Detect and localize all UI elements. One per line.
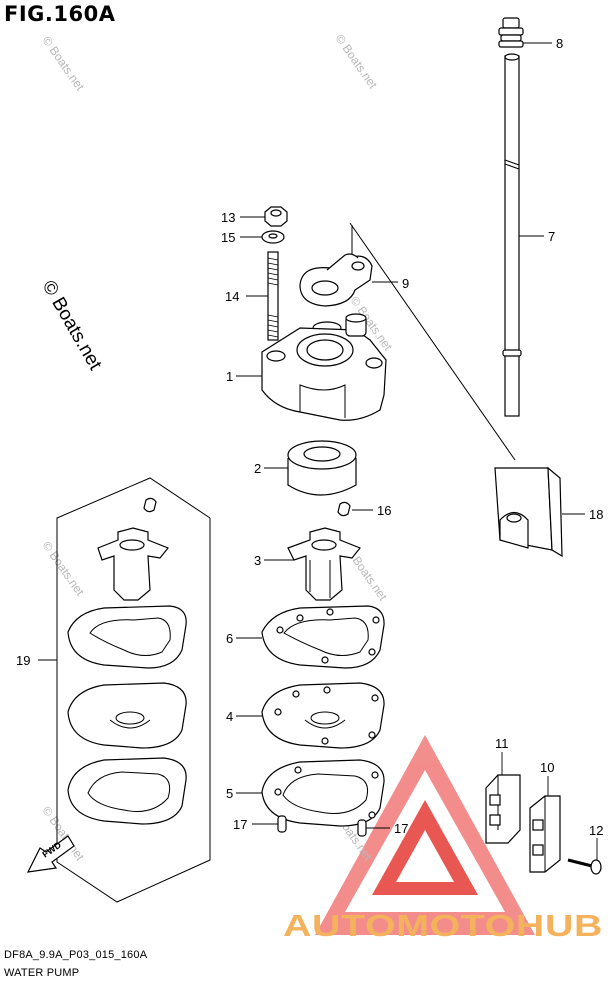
part-17-pin: [357, 819, 367, 837]
part-11-bracket: [485, 774, 521, 844]
callout-17a: 17: [233, 817, 247, 832]
part-19-kit: [56, 477, 211, 903]
callout-6: 6: [226, 631, 233, 646]
callout-15: 15: [221, 230, 235, 245]
callout-14: 14: [225, 289, 239, 304]
callout-7: 7: [548, 229, 555, 244]
part-18-seal: [494, 466, 563, 558]
callout-13: 13: [221, 210, 235, 225]
part-15-washer: [261, 230, 285, 244]
callout-12: 12: [589, 823, 603, 838]
callout-17b: 17: [394, 821, 408, 836]
part-9-plate: [299, 253, 373, 307]
watermark-copyright: © Boats.net: [40, 539, 88, 599]
callout-11: 11: [495, 736, 509, 751]
part-3-impeller: [287, 527, 361, 601]
figure-code: DF8A_9.9A_P03_015_160A: [4, 949, 148, 961]
callout-18: 18: [589, 507, 603, 522]
watermark-copyright: © Boats.net: [40, 34, 88, 94]
part-12-screw: [567, 858, 602, 875]
watermark-copyright-large: © Boats.net: [38, 277, 106, 374]
part-5-gasket: [261, 759, 385, 827]
part-10-clamp: [529, 795, 561, 873]
part-6-gasket: [261, 605, 385, 669]
figure-title: FIG.160A: [4, 2, 116, 26]
part-4-plate: [261, 682, 385, 749]
part-17-pin: [277, 815, 287, 833]
callout-3: 3: [254, 553, 261, 568]
part-16-key: [337, 501, 351, 517]
callout-19: 19: [16, 653, 30, 668]
part-7-water-tube: [502, 53, 522, 417]
automotohub-logo: [315, 735, 535, 935]
callout-10: 10: [540, 760, 554, 775]
callout-5: 5: [226, 786, 233, 801]
callout-16: 16: [377, 503, 391, 518]
part-13-nut: [264, 206, 288, 227]
watermark-copyright: © Boats.net: [333, 32, 381, 92]
callout-1: 1: [226, 369, 233, 384]
part-8-grommet: [498, 17, 524, 48]
logo-text: AUTOMOTOHUB: [283, 908, 603, 943]
callouts: 1 2 3 4 5 6 7 8 9 10 11 12 13 14 15 16 1…: [16, 36, 603, 838]
callout-4: 4: [226, 709, 233, 724]
callout-8: 8: [556, 36, 563, 51]
automotohub-wordmark: AUTOMOTOHUB: [283, 908, 603, 943]
figure-caption: WATER PUMP: [4, 967, 80, 979]
callout-2: 2: [254, 461, 261, 476]
part-2-liner: [287, 440, 357, 496]
leader-lines: [38, 42, 598, 860]
fwd-arrow: FWD: [26, 835, 75, 873]
part-1-pump-case: [261, 313, 387, 421]
callout-9: 9: [402, 276, 409, 291]
part-14-stud-bolt: [267, 251, 279, 341]
